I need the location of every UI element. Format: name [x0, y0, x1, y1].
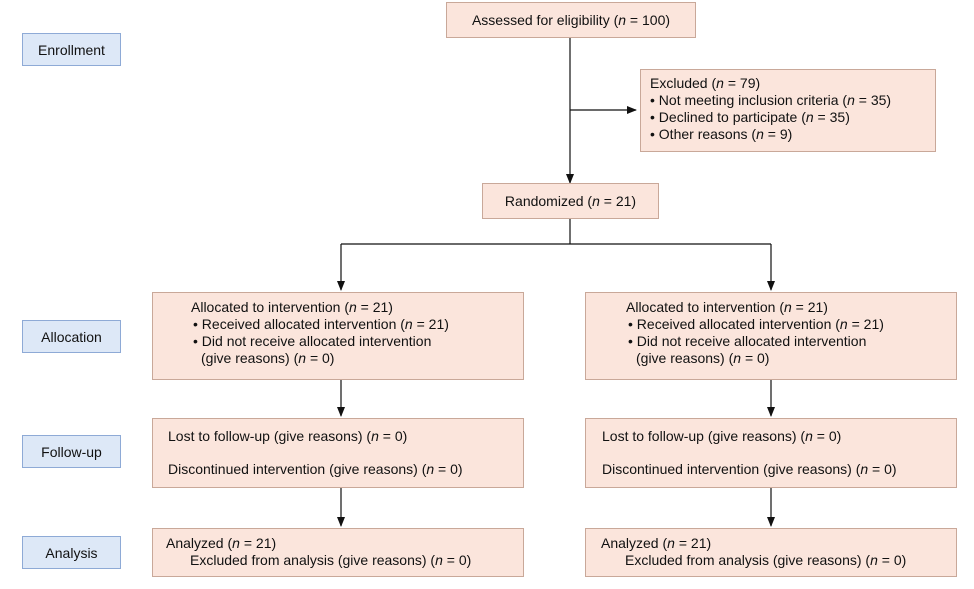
excluded-item-inclusion: • Not meeting inclusion criteria (n = 35…	[650, 92, 892, 108]
stage-label-followup: Follow-up	[22, 435, 121, 468]
randomized-box: Randomized (n = 21)	[482, 183, 659, 219]
left-allocated-title: Allocated to intervention (n = 21)	[191, 299, 393, 315]
right-allocation-box: Allocated to intervention (n = 21) • Rec…	[585, 292, 957, 380]
right-lost-to-followup: Lost to follow-up (give reasons) (n = 0)	[602, 428, 842, 444]
excluded-title: Excluded (n = 79)	[650, 75, 761, 91]
left-followup-box: Lost to follow-up (give reasons) (n = 0)…	[152, 418, 524, 488]
right-discontinued: Discontinued intervention (give reasons)…	[602, 461, 897, 477]
right-not-received-reasons: (give reasons) (n = 0)	[636, 350, 770, 366]
excluded-item-declined: • Declined to participate (n = 35)	[650, 109, 850, 125]
left-not-received: • Did not receive allocated intervention	[193, 333, 432, 349]
stage-label-analysis: Analysis	[22, 536, 121, 569]
left-lost-to-followup: Lost to follow-up (give reasons) (n = 0)	[168, 428, 408, 444]
left-analyzed: Analyzed (n = 21)	[166, 535, 277, 551]
right-allocated-title: Allocated to intervention (n = 21)	[626, 299, 828, 315]
left-excluded-from-analysis: Excluded from analysis (give reasons) (n…	[190, 552, 472, 568]
left-analysis-box: Analyzed (n = 21) Excluded from analysis…	[152, 528, 524, 577]
stage-label-allocation: Allocation	[22, 320, 121, 353]
left-received: • Received allocated intervention (n = 2…	[193, 316, 449, 332]
right-analyzed: Analyzed (n = 21)	[601, 535, 712, 551]
right-received: • Received allocated intervention (n = 2…	[628, 316, 884, 332]
right-followup-box: Lost to follow-up (give reasons) (n = 0)…	[585, 418, 957, 488]
left-not-received-reasons: (give reasons) (n = 0)	[201, 350, 335, 366]
right-not-received: • Did not receive allocated intervention	[628, 333, 867, 349]
excluded-box: Excluded (n = 79) • Not meeting inclusio…	[640, 69, 936, 152]
right-excluded-from-analysis: Excluded from analysis (give reasons) (n…	[625, 552, 907, 568]
stage-label-enrollment: Enrollment	[22, 33, 121, 66]
excluded-item-other: • Other reasons (n = 9)	[650, 126, 793, 142]
assessed-box: Assessed for eligibility (n = 100)	[446, 2, 696, 38]
left-allocation-box: Allocated to intervention (n = 21) • Rec…	[152, 292, 524, 380]
right-analysis-box: Analyzed (n = 21) Excluded from analysis…	[585, 528, 957, 577]
left-discontinued: Discontinued intervention (give reasons)…	[168, 461, 463, 477]
